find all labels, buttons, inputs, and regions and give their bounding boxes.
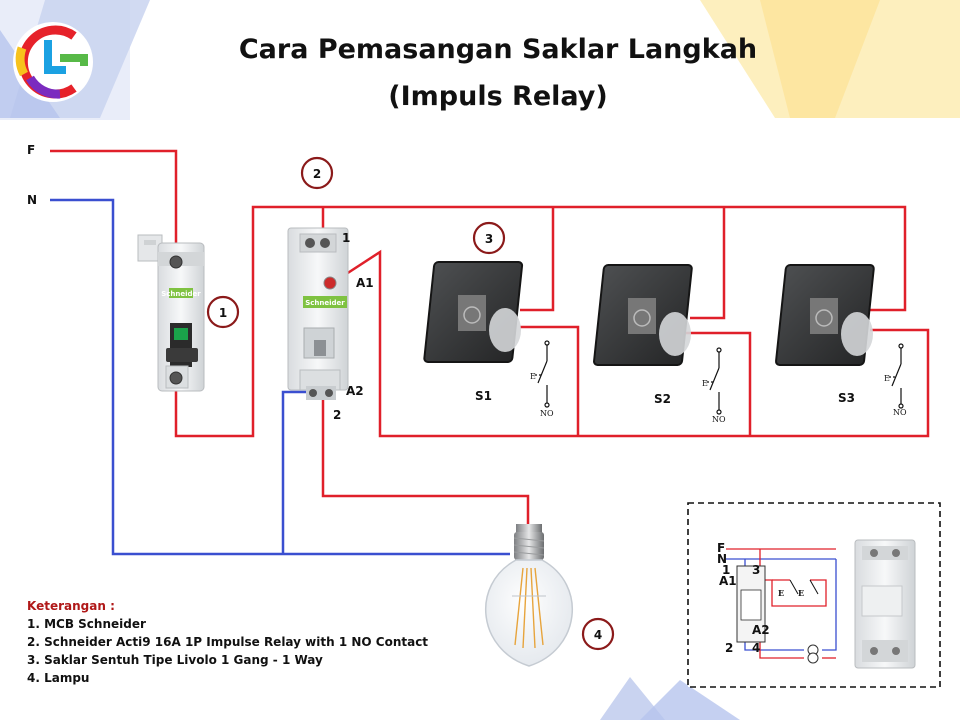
inset-n: N — [717, 552, 727, 566]
touch-switch-s2 — [593, 264, 693, 366]
relay-terminal-1: 1 — [342, 231, 350, 245]
inset-f: F — [717, 541, 725, 555]
legend-heading: Keterangan : — [27, 599, 115, 613]
no-label-s3: NO — [893, 408, 907, 417]
no-symbol-s2 — [707, 347, 722, 415]
relay-terminal-a1: A1 — [356, 276, 374, 290]
inset-t2: 2 — [725, 641, 733, 655]
mcb-breaker: Schneider — [137, 234, 205, 392]
callout-2: 2 — [313, 167, 321, 181]
legend-item-1: 1. MCB Schneider — [27, 617, 146, 631]
no-symbol-s1-e: E — [530, 372, 536, 381]
inset-schematic: E E — [687, 502, 941, 688]
neutral-wires — [50, 198, 510, 556]
switch-label-s2: S2 — [654, 392, 671, 406]
callout-1: 1 — [219, 306, 227, 320]
inset-sw1-e: E — [778, 588, 784, 598]
no-symbol-s3 — [889, 343, 904, 409]
legend-item-2: 2. Schneider Acti9 16A 1P Impulse Relay … — [27, 635, 429, 649]
inset-t1: 1 — [722, 563, 730, 577]
legend: Keterangan : 1. MCB Schneider 2. Schneid… — [27, 597, 428, 687]
no-symbol-s3-e: E — [884, 374, 890, 383]
mcb-brand: Schneider — [161, 290, 201, 298]
legend-item-4: 4. Lampu — [27, 671, 90, 685]
legend-item-3: 3. Saklar Sentuh Tipe Livolo 1 Gang - 1 … — [27, 653, 323, 667]
inset-a2: A2 — [752, 623, 770, 637]
touch-switch-s3 — [775, 264, 875, 366]
no-label-s1: NO — [540, 409, 554, 418]
relay-terminal-a2: A2 — [346, 384, 364, 398]
relay-terminal-2: 2 — [333, 408, 341, 422]
title-line1: Cara Pemasangan Saklar Langkah — [239, 34, 757, 65]
no-symbol-s1 — [535, 340, 550, 408]
relay-brand: Schneider — [305, 299, 345, 307]
switch-label-s3: S3 — [838, 391, 855, 405]
callout-4: 4 — [594, 628, 602, 642]
brand-logo — [13, 22, 93, 102]
no-symbol-s2-e: E — [702, 379, 708, 388]
inset-sw2-e: E — [798, 588, 804, 598]
phase-wires — [50, 149, 930, 525]
touch-switch-s1 — [423, 261, 524, 363]
lamp-bulb — [484, 524, 574, 667]
callouts — [206, 156, 615, 651]
switch-label-s1: S1 — [475, 389, 492, 403]
inset-t3: 3 — [752, 563, 760, 577]
title-line2: (Impuls Relay) — [388, 81, 607, 112]
inset-a1: A1 — [719, 574, 737, 588]
no-label-s2: NO — [712, 415, 726, 424]
impulse-relay: Schneider — [287, 227, 349, 400]
neutral-label: N — [27, 193, 37, 207]
phase-label: F — [27, 143, 35, 157]
inset-t4: 4 — [752, 641, 760, 655]
callout-3: 3 — [485, 232, 493, 246]
